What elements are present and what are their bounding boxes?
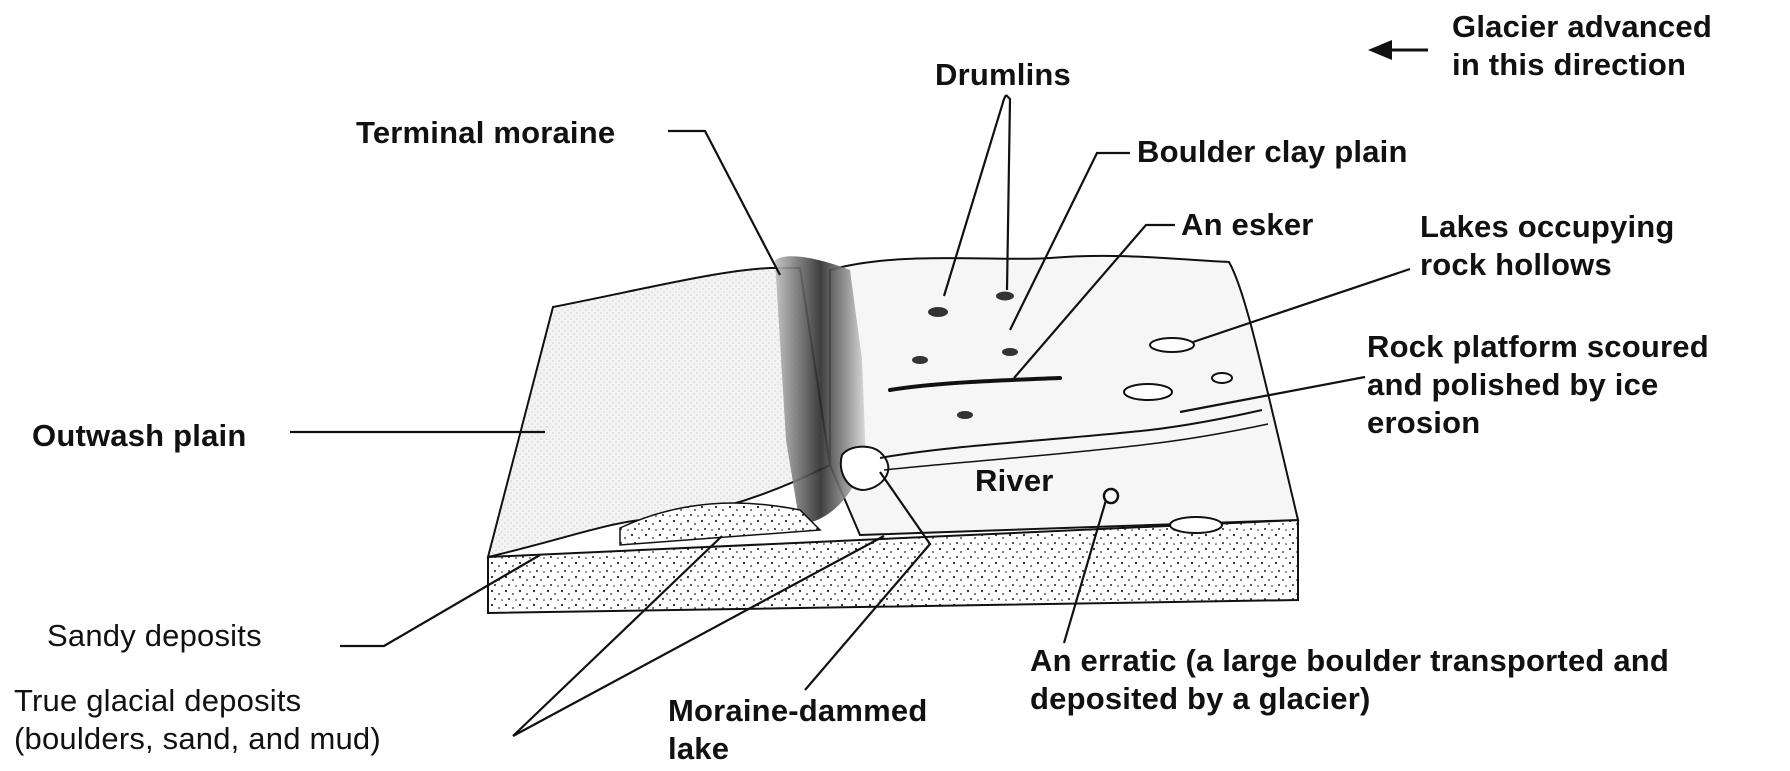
label-river: River xyxy=(975,462,1054,500)
label-lakes-line-1: Lakes occupying xyxy=(1420,208,1675,246)
label-sandy-deposits: Sandy deposits xyxy=(47,617,262,655)
label-rock-platform-line-1: Rock platform scoured xyxy=(1367,328,1709,366)
drumlin-3 xyxy=(912,356,928,364)
label-erratic-line-1: An erratic (a large boulder transported … xyxy=(1030,642,1669,680)
moraine-dammed-lake xyxy=(841,447,888,490)
label-true-glacial-line-1: True glacial deposits xyxy=(14,682,381,720)
direction-note-line-1: Glacier advanced xyxy=(1452,8,1712,46)
drumlin-4 xyxy=(1002,348,1018,356)
label-lakes-line-2: rock hollows xyxy=(1420,246,1675,284)
label-outwash-plain: Outwash plain xyxy=(32,417,246,455)
label-boulder-clay-plain: Boulder clay plain xyxy=(1137,133,1408,171)
label-moraine-dammed-line-1: Moraine-dammed xyxy=(668,692,927,730)
rock-hollow-lake-3 xyxy=(1212,373,1232,383)
label-rock-platform: Rock platform scoured and polished by ic… xyxy=(1367,328,1709,441)
label-true-glacial-deposits: True glacial deposits (boulders, sand, a… xyxy=(14,682,381,758)
label-moraine-dammed-lake: Moraine-dammed lake xyxy=(668,692,927,768)
drumlin-2 xyxy=(996,292,1014,301)
label-terminal-moraine: Terminal moraine xyxy=(356,114,615,152)
rock-hollow-lake-4 xyxy=(1170,517,1222,533)
rock-hollow-lake-2 xyxy=(1124,384,1172,400)
direction-note: Glacier advanced in this direction xyxy=(1452,8,1712,84)
drumlin-1 xyxy=(928,307,948,317)
rock-hollow-lake-1 xyxy=(1150,338,1194,352)
drumlin-5 xyxy=(957,411,973,419)
label-lakes-rock-hollows: Lakes occupying rock hollows xyxy=(1420,208,1675,284)
direction-arrow-icon xyxy=(1368,40,1428,60)
label-erratic-line-2: deposited by a glacier) xyxy=(1030,680,1669,718)
label-rock-platform-line-3: erosion xyxy=(1367,404,1709,442)
label-erratic: An erratic (a large boulder transported … xyxy=(1030,642,1669,718)
label-an-esker: An esker xyxy=(1181,206,1314,244)
label-true-glacial-line-2: (boulders, sand, and mud) xyxy=(14,720,381,758)
label-rock-platform-line-2: and polished by ice xyxy=(1367,366,1709,404)
direction-note-line-2: in this direction xyxy=(1452,46,1712,84)
label-drumlins: Drumlins xyxy=(935,56,1071,94)
glaciated-surface xyxy=(830,256,1298,535)
label-moraine-dammed-line-2: lake xyxy=(668,730,927,768)
